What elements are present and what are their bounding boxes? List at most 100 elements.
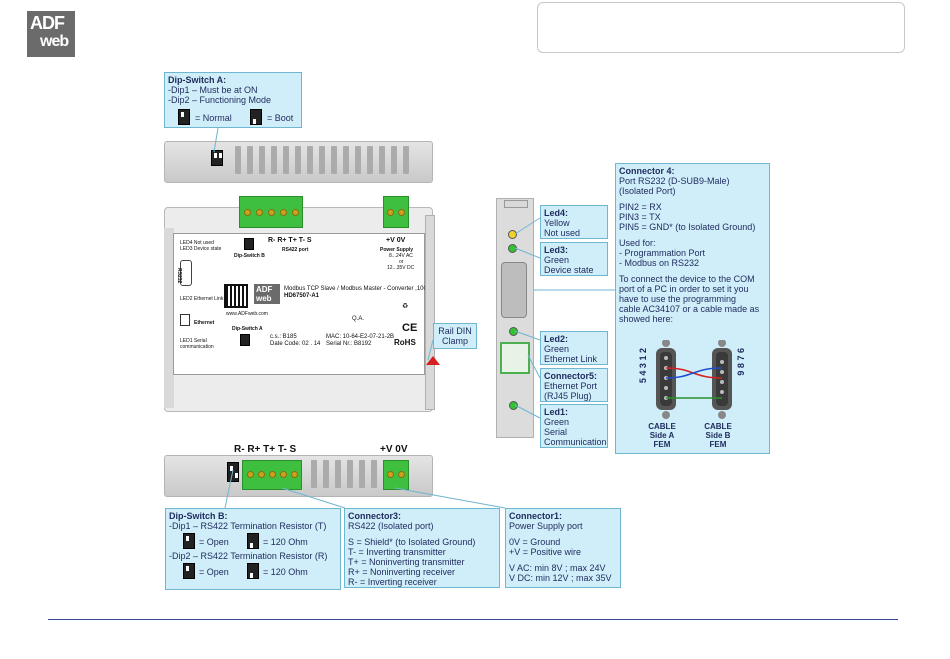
ce-mark: CE [402,322,418,334]
led4-line: Not used [544,228,581,238]
pin-b: 7 [736,355,746,361]
led1-green [509,401,518,410]
led3-green [508,244,517,253]
led4-title: Led4: [544,208,569,218]
connector4-line: (Isolated Port) [619,186,676,196]
rohs-mark: RoHS [394,338,416,347]
callout-dip-switch-b: Dip-Switch B: -Dip1 – RS422 Termination … [165,508,341,590]
front-left-flange [164,228,174,408]
connector3-line: T+ = Noninverting transmitter [348,557,465,567]
pin-b: 8 [736,363,746,369]
connector5-line: (RJ45 Plug) [544,391,592,401]
label-product: Modbus TCP Slave / Modbus Master - Conve… [284,286,427,292]
rs422-terminal-bottom [242,460,302,490]
connector3-title: Connector3: [348,511,402,521]
connector3-line: S = Shield* (to Isolated Ground) [348,537,476,547]
dip-a-line2: -Dip2 – Functioning Mode [168,95,272,105]
rail-line1: Rail DIN [438,326,472,336]
callout-led4: Led4: Yellow Not used [540,205,608,239]
dip-normal-icon [178,109,190,125]
cable-a-text: Side A [649,431,675,440]
label-led1: LED1 Serial communication [180,338,214,350]
dip-b-open-label: = Open [199,537,229,547]
connector1-line: 0V = Ground [509,537,561,547]
dip-120ohm-icon [247,533,259,549]
bottom-power-labels: +V 0V [380,444,408,455]
led1-line: Serial [544,427,568,437]
label-rs422-port: RS422 port [282,247,309,253]
cable-b-text: CABLE [704,422,732,431]
footer-divider [48,619,898,620]
dip-boot-icon [250,109,262,125]
led3-line: Green [544,255,570,265]
rj45-connector [500,342,530,374]
led2-title: Led2: [544,334,569,344]
dip-open-icon [183,563,195,579]
connector4-line: Used for: [619,238,656,248]
header-box [537,2,905,53]
programming-cable-diagram [656,340,732,419]
led4-yellow [508,230,517,239]
device-top-view [164,141,433,183]
label-led2: LED2 Ethernet Link [180,296,224,302]
label-ethernet: Ethernet [194,320,215,326]
cable-b-text: FEM [709,440,727,449]
connector1-line: +V = Positive wire [509,547,582,557]
callout-led2: Led2: Green Ethernet Link [540,331,608,365]
connector3-line: R- = Inverting receiver [348,577,437,587]
dip-switch-a-front [240,334,250,346]
connector3-line: RS422 (Isolated port) [348,521,434,531]
label-date: Date Code: 02 . 14 [270,341,321,347]
dip-a-title: Dip-Switch A: [168,75,227,85]
led1-line: Communication [544,437,607,447]
pins-side-a: 5 4 3 1 2 [638,348,648,383]
connector4-line: port of a PC in order to set it you [619,284,749,294]
callout-connector4: Connector 4: Port RS232 (D-SUB9-Male) (I… [615,163,770,454]
dip-b-open-label-2: = Open [199,567,229,577]
dip-switch-b-bottom [227,462,239,482]
connector4-line: - Modbus on RS232 [619,258,700,268]
pin-b: 9 [736,370,746,376]
ethernet-port-drawing [180,314,190,326]
connector4-title: Connector 4: [619,166,675,176]
rail-clamp-red [426,356,440,365]
callout-led3: Led3: Green Device state [540,242,608,276]
led2-line: Green [544,344,570,354]
connector4-line: - Programmation Port [619,248,706,258]
cable-a-text: FEM [653,440,671,449]
connector5-title: Connector5: [544,371,598,381]
label-led4: LED4 Not used [180,240,214,246]
connector4-line: PIN5 = GND* (to Isolated Ground) [619,222,756,232]
dip-a-normal-label: = Normal [195,113,232,123]
dip-b-ohm-label-2: = 120 Ohm [263,567,308,577]
connector4-line: PIN3 = TX [619,212,661,222]
power-terminal-bottom [383,460,409,490]
pin-a: 4 [638,370,648,376]
cable-b-text: Side B [705,431,731,440]
front-right-flange [425,215,435,410]
connector1-line: V DC: min 12V ; max 35V [509,573,612,583]
dsub9-connector [501,262,527,318]
pin-a: 2 [638,348,648,354]
led3-line: Device state [544,265,594,275]
rs232-port-drawing [180,260,192,286]
dip-switch-b-front [244,238,254,250]
connector4-line: To connect the device to the COM [619,274,755,284]
connector4-line: showed here: [619,314,674,324]
cable-side-b-label: CABLE Side B FEM [700,422,736,449]
dip-switch-a-top [211,150,223,166]
connector4-line: PIN2 = RX [619,202,662,212]
pin-a: 5 [638,378,648,384]
recycle-icon: ♻ [402,303,409,310]
side-clip-top [504,200,528,208]
label-led3: LED3 Device state [180,246,222,252]
led1-line: Green [544,417,570,427]
dip-120ohm-icon [247,563,259,579]
connector4-line: cable AC34107 or a cable made as [619,304,760,314]
dip-a-line1: -Dip1 – Must be at ON [168,85,258,95]
callout-connector1: Connector1: Power Supply port 0V = Groun… [505,508,621,588]
rail-line2: Clamp [441,336,468,346]
connector5-line: Ethernet Port [544,381,598,391]
connector4-line: have to use the programming [619,294,737,304]
